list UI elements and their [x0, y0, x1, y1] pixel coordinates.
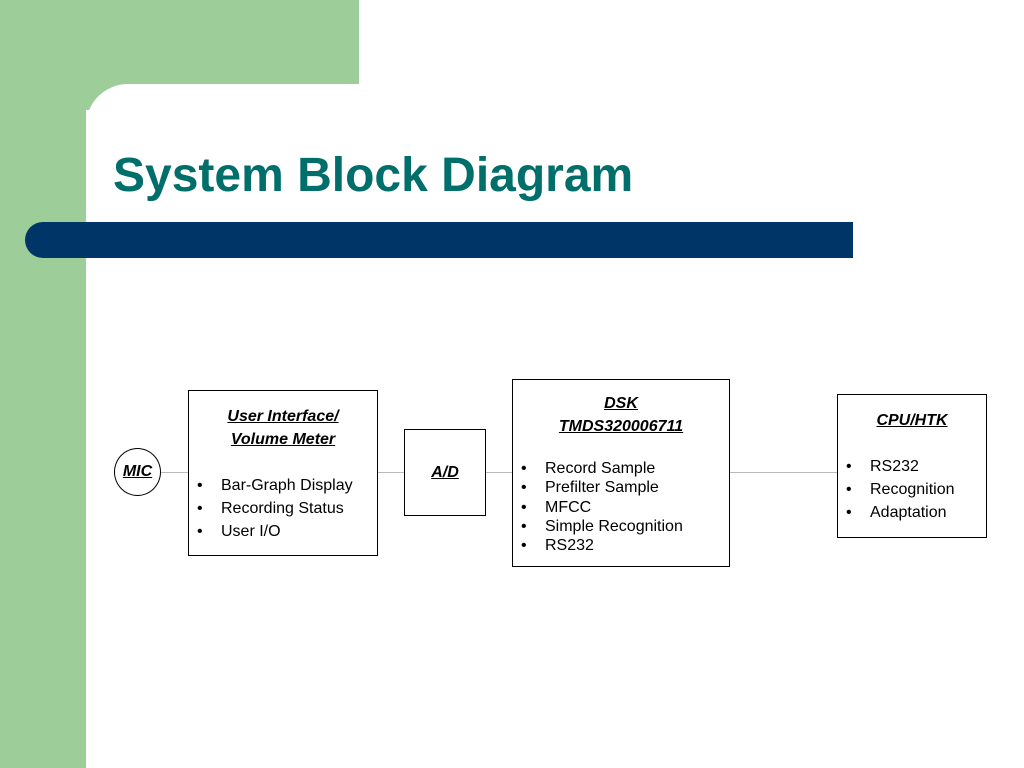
- list-item: Recording Status: [189, 497, 377, 520]
- dsk-block: DSK TMDS320006711 Record Sample Prefilte…: [512, 379, 730, 567]
- list-item: RS232: [513, 536, 729, 556]
- ad-label: A/D: [431, 464, 459, 481]
- connector-mic-ui: [161, 472, 188, 473]
- user-interface-heading-1: User Interface/: [227, 408, 339, 425]
- list-item: Recognition: [838, 478, 986, 501]
- connector-ad-dsk: [486, 472, 513, 473]
- cpu-htk-block: CPU/HTK RS232 Recognition Adaptation: [837, 394, 987, 538]
- user-interface-block: User Interface/ Volume Meter Bar-Graph D…: [188, 390, 378, 556]
- list-item: Bar-Graph Display: [189, 474, 377, 497]
- list-item: Record Sample: [513, 459, 729, 479]
- list-item: RS232: [838, 455, 986, 478]
- dsk-heading-2: TMDS320006711: [558, 418, 684, 435]
- dsk-heading-1: DSK: [604, 395, 638, 412]
- title-underline-bar: [25, 222, 853, 258]
- connector-ui-ad: [377, 472, 405, 473]
- cpu-htk-heading: CPU/HTK: [876, 412, 948, 429]
- connector-dsk-cpu: [729, 472, 838, 473]
- list-item: Prefilter Sample: [513, 478, 729, 498]
- slide-title: System Block Diagram: [113, 149, 634, 202]
- list-item: Simple Recognition: [513, 517, 729, 537]
- user-interface-list: Bar-Graph Display Recording Status User …: [189, 474, 377, 543]
- mic-label: MIC: [122, 463, 153, 480]
- list-item: User I/O: [189, 520, 377, 543]
- user-interface-heading-2: Volume Meter: [230, 431, 336, 448]
- background-green-left: [0, 0, 86, 768]
- cpu-htk-list: RS232 Recognition Adaptation: [838, 455, 986, 524]
- dsk-list: Record Sample Prefilter Sample MFCC Simp…: [513, 459, 729, 556]
- mic-node: MIC: [114, 448, 161, 496]
- list-item: Adaptation: [838, 501, 986, 524]
- ad-block: A/D: [404, 429, 486, 516]
- list-item: MFCC: [513, 498, 729, 518]
